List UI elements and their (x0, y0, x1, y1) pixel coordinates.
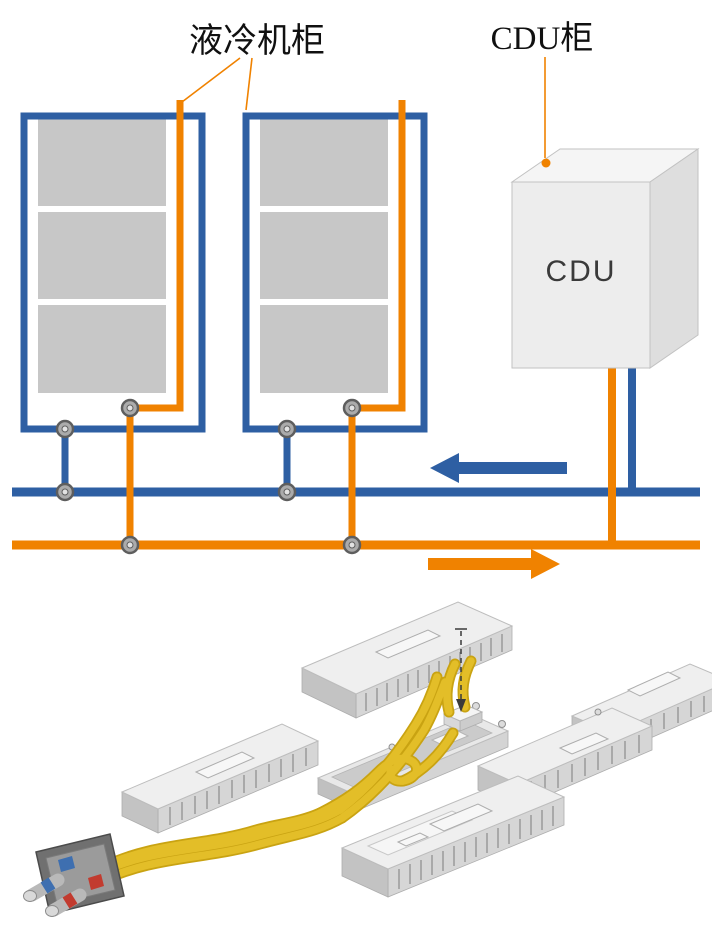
module-detail-plate (374, 629, 442, 659)
valve-icon (342, 535, 362, 555)
module-detail-plate (626, 671, 682, 697)
equipment-block (38, 212, 166, 299)
equipment-block (38, 305, 166, 393)
server-module-bottom (340, 775, 566, 898)
valve-icon (55, 482, 75, 502)
module-detail-plate (194, 751, 256, 779)
return-flow-arrow-right (428, 549, 560, 579)
module-detail-plate (428, 803, 494, 832)
screw-post (498, 720, 506, 728)
heatsink-fins (398, 806, 554, 889)
coupler-blue-marker (58, 856, 75, 872)
coupler-tip (23, 890, 37, 902)
coupler-band-red (62, 892, 78, 909)
cdu-unit: CDU (510, 148, 700, 369)
cdu-cabinet-label: CDU柜 (491, 20, 594, 57)
coupler-red-marker (88, 874, 104, 890)
cabinet1-orange-pipe (126, 100, 184, 545)
server-module-illustration (23, 601, 712, 917)
pipe-valves (55, 398, 362, 555)
server-module-left (120, 723, 320, 834)
module-detail-plate (396, 832, 430, 847)
guide-arrowhead (456, 699, 466, 712)
cdu-box-text: CDU (546, 255, 617, 288)
supply-flow-arrow-left (430, 453, 567, 483)
liquid-cabinet-label: 液冷机柜 (189, 22, 325, 60)
heatsink-fins (169, 748, 307, 825)
screw-post (594, 708, 602, 716)
coupler-tip (45, 905, 59, 917)
cabinet2-orange-pipe (348, 100, 406, 545)
leader-to-cabinet2 (245, 57, 253, 111)
cabinet-equipment-blocks (38, 119, 388, 393)
label-leader-lines (181, 57, 551, 168)
valve-icon (342, 398, 362, 418)
cabinet1-blue-loop (20, 112, 206, 433)
insertion-connector-block (442, 704, 484, 732)
equipment-block (260, 119, 388, 206)
insertion-guide (455, 628, 467, 712)
equipment-block (38, 119, 166, 206)
equipment-block (260, 212, 388, 299)
cooling-schematic: CDU 液冷机柜 CDU柜 (12, 20, 700, 579)
valve-icon (55, 419, 75, 439)
cdu-front-face (511, 181, 651, 369)
server-module-right (476, 707, 654, 809)
server-module-top-center (300, 601, 514, 719)
quick-coupler (23, 833, 125, 917)
valve-icon (120, 535, 140, 555)
equipment-block (260, 305, 388, 393)
valve-icon (120, 398, 140, 418)
cabinet2-blue-loop (242, 112, 428, 433)
module-detail-plate (558, 732, 610, 755)
coupler-band-blue (40, 877, 56, 894)
leader-dot (541, 158, 551, 168)
cdu-right-face (649, 148, 699, 369)
valve-icon (277, 419, 297, 439)
leader-to-cabinet1 (181, 57, 241, 103)
valve-icon (277, 482, 297, 502)
